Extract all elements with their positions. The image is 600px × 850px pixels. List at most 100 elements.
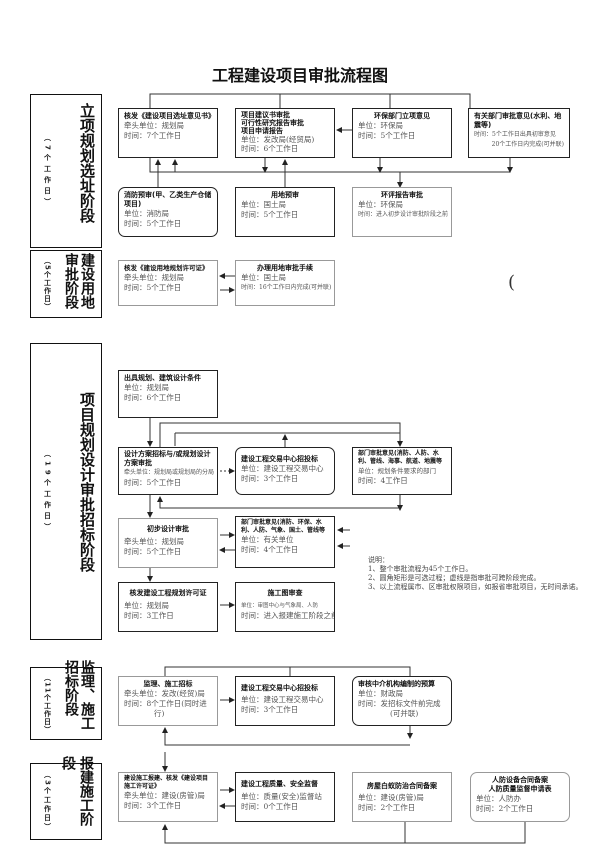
box-unit: 牵头单位：规划局 [124,121,184,130]
box-unit: 单位：环保局 [358,200,403,209]
box-title: 消防预审(甲、乙类生产仓储项目) [124,191,212,208]
stage-name: 项目规划设计审批招标阶段 [78,392,96,572]
stage-duration: （3个工作日） [43,771,52,832]
stage-name: 报建施工阶段 [60,756,94,826]
box-time: 时间：发招标文件前完成 [358,699,441,708]
notes-heading: 说明： [368,556,389,564]
box-title: 建设工程交易中心招投标 [241,684,318,692]
box-title: 监理、施工招标 [143,680,193,688]
box-time: 时间：5个工作日 [124,283,182,292]
optional-process-box: 人防设备合同备案 人防质量监督申请表单位：人防办时间：2个工作日 [470,772,570,822]
stray-mark: ( [508,272,516,293]
stage-label-5: 报建施工阶段 （3个工作日） [30,756,102,840]
box-title: 办理用地审批手续 [257,264,313,272]
box-time: 时间：6个工作日 [124,393,182,402]
stage-duration: （19个工作日） [43,449,52,534]
box-unit: 单位：规划局 [124,383,169,392]
box-time: 时间：5个工作日 [124,478,182,487]
box-time-note: 20个工作日内完成(可并联) [491,141,564,148]
stage-duration: （5个工作日） [43,257,52,311]
box-title: 建设施工报建、核发《建设项目施工许可证》 [124,775,209,790]
box-title: 部门审批意见(消防、人防、水利、管线、海事、航道、地震等 [358,450,443,465]
box-unit: 牵头单位：发改(经贸)局 [124,689,205,698]
box-time: 时间：3工作日 [124,611,174,620]
box-time: 时间：7个工作日 [124,131,182,140]
box-unit: 单位：建设(房管)局 [358,793,424,802]
box-time: 时间：5个工作日 [358,131,416,140]
process-box: 设计方案招标与/或规划设计方案审批牵头单位：规划局或规划局的分局时间：5个工作日 [118,447,218,495]
stage-name: 建设用地审批阶段 [63,253,95,309]
note-item: 3、以上流程属市、区审批权限项目，如报省审批项目，无时间承诺。 [368,583,583,591]
box-time-cont: 行) [154,709,165,718]
box-time: 时间：3个工作日 [124,801,182,810]
process-box: 部门审批意见(消防、人防、水利、管线、海事、航道、地震等单位：规划条件要求的部门… [352,447,452,495]
box-time: 时间：5个工作日 [241,210,299,219]
box-title: 审核中介机构编制的预算 [358,680,435,688]
box-time: 时间：进入初步设计审批阶段之前 [358,211,449,218]
box-unit: 单位：发改局(经贸局) [241,135,315,144]
process-box: 房屋白蚁防治合同备案单位：建设(房管)局时间：2个工作日 [352,772,452,822]
box-unit: 单位：环保局 [358,121,403,130]
box-title: 房屋白蚁防治合同备案 [367,782,437,790]
box-time: 时间：0个工作日 [241,802,299,811]
box-title: 用地预审 [271,191,299,199]
box-unit: 牵头单位：规划局 [124,537,184,546]
stage-label-2: 建设用地审批阶段 （5个工作日） [30,250,102,318]
box-unit: 牵头单位：规划局 [124,273,184,282]
optional-process-box: 审核中介机构编制的预算单位：财政局时间：发招标文件前完成(可并联) [352,676,452,726]
box-title: 建设工程质量、安全监督 [241,780,318,788]
box-unit: 牵头单位：建设(房管)局 [124,791,205,800]
box-unit: 单位：有关单位 [241,535,294,544]
process-box: 出具规划、建筑设计条件单位：规划局时间：6个工作日 [118,370,218,418]
box-unit: 单位：建设工程交易中心 [241,695,324,704]
box-unit: 单位：国土局 [241,273,286,282]
box-unit: 单位：国土局 [241,200,286,209]
box-title: 环保部门立项意见 [374,112,430,120]
box-title: 初步设计审批 [147,525,189,533]
process-box: 办理用地审批手续单位：国土局时间：16个工作日内完成(可并联) [235,260,335,306]
optional-process-box: 建设工程交易中心招投标单位：建设工程交易中心时间：3个工作日 [235,447,335,495]
notes: 说明： 1、整个审批流程为45个工作日。 2、圆角矩形是可选过程；虚线是指审批可… [368,556,582,592]
stage-label-4: 监理、施工招标阶段 （11个工作日） [30,660,102,740]
process-box: 初步设计审批牵头单位：规划局时间：5个工作日 [118,518,218,568]
process-box: 部门审批意见(消防、环保、水利、人防、气象、国土、管线等单位：有关单位时间：4个… [235,516,335,568]
box-title: 核发《建设用地规划许可证》 [124,264,209,272]
process-box: 用地预审单位：国土局时间：5个工作日 [235,187,335,237]
box-unit: 单位：财政局 [358,689,403,698]
process-box: 建设工程质量、安全监督单位：质量(安全)监督站时间：0个工作日 [235,772,335,822]
process-box: 建设施工报建、核发《建设项目施工许可证》牵头单位：建设(房管)局时间：3个工作日 [118,772,218,822]
box-title: 项目建议书审批 可行性研究报告审批 项目申请报告 [241,111,304,135]
box-time: 时间：4个工作日 [241,545,299,554]
box-time: 时间：3个工作日 [241,474,299,483]
process-box: 环评报告审批单位：环保局时间：进入初步设计审批阶段之前 [352,187,452,237]
box-unit: 单位：消防局 [124,209,169,218]
box-time: 时间：6个工作日 [241,144,299,153]
stage-duration: （7个工作日） [43,133,52,209]
process-box: 监理、施工招标牵头单位：发改(经贸)局时间：8个工作日(同时进行) [118,676,218,726]
box-time: 时间：5个工作日 [124,547,182,556]
box-title: 人防设备合同备案 人防质量监督申请表 [488,776,552,793]
box-title: 设计方案招标与/或规划设计方案审批 [124,450,211,467]
box-unit: 单位：审图中心与气象局、人防 [241,603,319,609]
box-time-cont: (可并联) [390,709,419,718]
process-box: 核发建设工程规划许可证单位：规划局时间：3工作日 [118,582,218,632]
box-unit: 单位：人防办 [476,794,521,803]
box-title: 部门审批意见(消防、环保、水利、人防、气象、国土、管线等 [241,519,326,534]
stage-name: 监理、施工招标阶段 [63,660,95,730]
stage-label-1: 立项规划选址阶段 （7个工作日） [30,94,102,248]
process-box: 核发《建设项目选址意见书》牵头单位：规划局时间：7个工作日 [118,108,218,158]
process-box: 施工图审查单位：审图中心与气象局、人防时间：进入报建施工阶段之前 [235,582,335,632]
note-item: 1、整个审批流程为45个工作日。 [368,565,473,573]
stage-duration: （11个工作日） [43,673,52,734]
box-unit: 单位：规划局 [124,601,169,610]
note-item: 2、圆角矩形是可选过程；虚线是指审批可跨阶段完成。 [368,574,541,582]
box-time: 时间：进入报建施工阶段之前 [241,611,335,620]
process-box: 建设工程交易中心招投标单位：建设工程交易中心时间：3个工作日 [235,676,335,726]
box-title: 施工图审查 [267,589,303,597]
page-title: 工程建设项目审批流程图 [211,66,388,85]
box-time: 时间：8个工作日(同时进 [124,699,207,708]
box-unit: 单位：质量(安全)监督站 [241,792,322,801]
box-time: 时间：16个工作日内完成(可并联) [241,284,332,291]
box-title: 建设工程交易中心招投标 [241,455,318,463]
